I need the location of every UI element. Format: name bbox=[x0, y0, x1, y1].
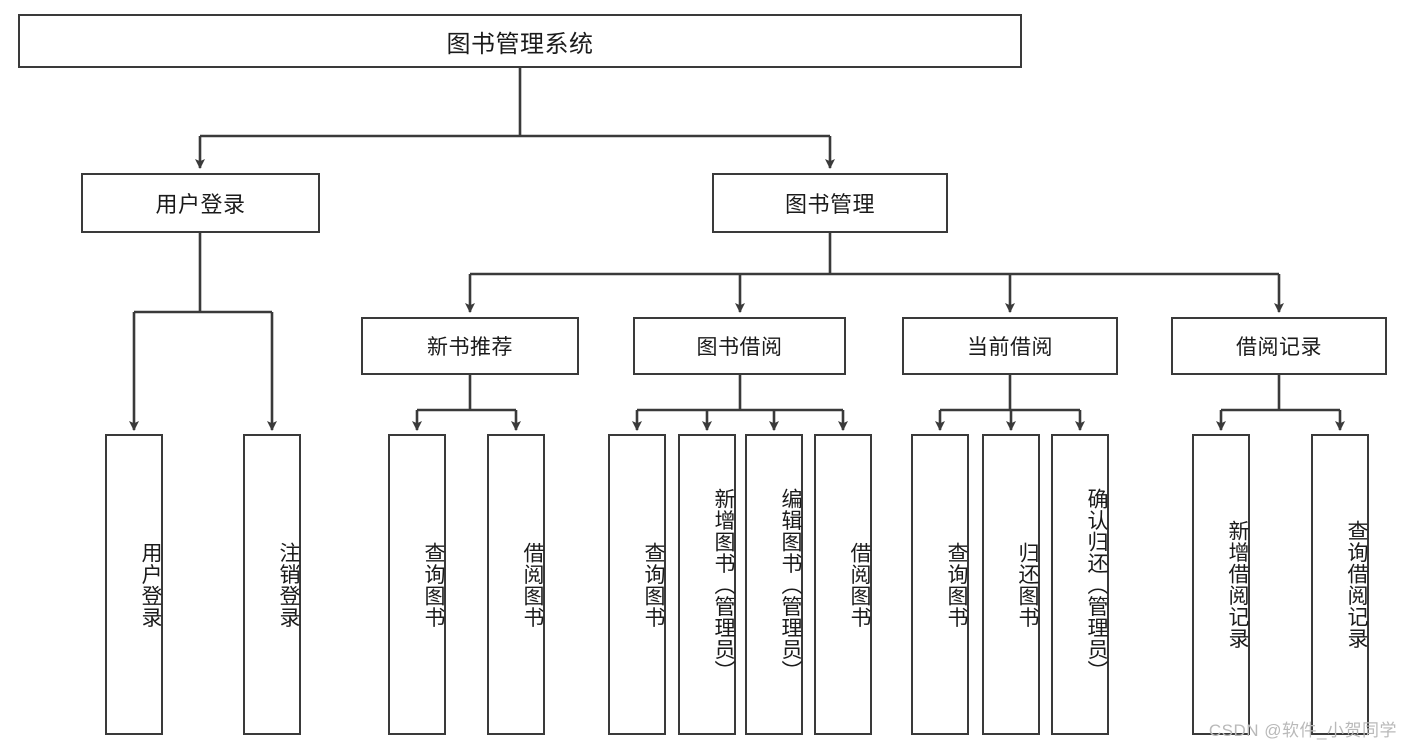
node-leaf-add-borrow-record-label: 新增借阅记录 bbox=[1226, 520, 1249, 649]
node-borrow-record[interactable]: 借阅记录 bbox=[1171, 317, 1387, 375]
node-leaf-query-borrow-record[interactable]: 查询借阅记录 bbox=[1311, 434, 1369, 735]
node-leaf-query-book-cur[interactable]: 查询图书 bbox=[911, 434, 969, 735]
node-leaf-query-book-cur-label: 查询图书 bbox=[945, 541, 968, 628]
node-new-book-recommend[interactable]: 新书推荐 bbox=[361, 317, 579, 375]
node-leaf-return-book[interactable]: 归还图书 bbox=[982, 434, 1040, 735]
node-leaf-borrow-book-rec[interactable]: 借阅图书 bbox=[487, 434, 545, 735]
node-leaf-edit-book-admin[interactable]: 编辑图书（管理员） bbox=[745, 434, 803, 735]
node-book-borrow[interactable]: 图书借阅 bbox=[633, 317, 846, 375]
node-borrow-record-label: 借阅记录 bbox=[1236, 336, 1322, 359]
node-user-login[interactable]: 用户登录 bbox=[81, 173, 320, 233]
node-leaf-add-book-admin-label: 新增图书（管理员） bbox=[712, 487, 735, 682]
node-leaf-confirm-return-admin[interactable]: 确认归还（管理员） bbox=[1051, 434, 1109, 735]
node-new-book-recommend-label: 新书推荐 bbox=[427, 336, 513, 359]
node-book-manage-label: 图书管理 bbox=[784, 192, 875, 217]
node-leaf-edit-book-admin-label: 编辑图书（管理员） bbox=[779, 487, 802, 682]
node-leaf-confirm-return-admin-label: 确认归还（管理员） bbox=[1085, 487, 1108, 682]
node-leaf-user-login-label: 用户登录 bbox=[139, 541, 162, 628]
node-leaf-borrow-book[interactable]: 借阅图书 bbox=[814, 434, 872, 735]
node-leaf-query-book-borrow-label: 查询图书 bbox=[642, 541, 665, 628]
node-leaf-query-borrow-record-label: 查询借阅记录 bbox=[1345, 520, 1368, 649]
node-leaf-query-book-borrow[interactable]: 查询图书 bbox=[608, 434, 666, 735]
node-leaf-user-logout[interactable]: 注销登录 bbox=[243, 434, 301, 735]
node-leaf-user-logout-label: 注销登录 bbox=[277, 541, 300, 628]
node-leaf-return-book-label: 归还图书 bbox=[1016, 541, 1039, 628]
node-user-login-label: 用户登录 bbox=[155, 192, 246, 217]
node-root-label: 图书管理系统 bbox=[446, 30, 594, 58]
node-leaf-borrow-book-rec-label: 借阅图书 bbox=[521, 541, 544, 628]
node-root[interactable]: 图书管理系统 bbox=[18, 14, 1022, 68]
csdn-watermark: CSDN @软件_小贺同学 bbox=[1208, 721, 1397, 740]
node-current-borrow[interactable]: 当前借阅 bbox=[902, 317, 1118, 375]
node-leaf-add-borrow-record[interactable]: 新增借阅记录 bbox=[1192, 434, 1250, 735]
node-book-borrow-label: 图书借阅 bbox=[696, 336, 783, 359]
node-leaf-query-book-rec[interactable]: 查询图书 bbox=[388, 434, 446, 735]
node-leaf-add-book-admin[interactable]: 新增图书（管理员） bbox=[678, 434, 736, 735]
node-leaf-borrow-book-label: 借阅图书 bbox=[848, 541, 871, 628]
node-leaf-user-login[interactable]: 用户登录 bbox=[105, 434, 163, 735]
node-book-manage[interactable]: 图书管理 bbox=[712, 173, 948, 233]
node-leaf-query-book-rec-label: 查询图书 bbox=[422, 541, 445, 628]
node-current-borrow-label: 当前借阅 bbox=[967, 336, 1053, 359]
